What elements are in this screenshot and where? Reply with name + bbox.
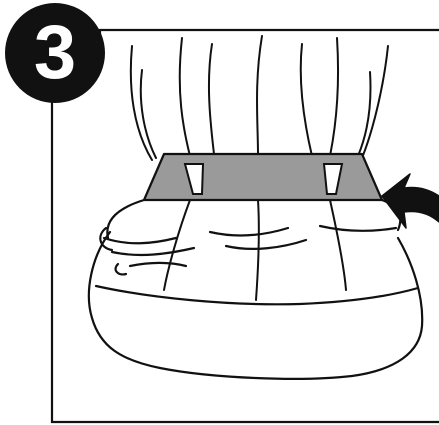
step-badge xyxy=(5,3,105,103)
lower-pleats-icon xyxy=(164,200,346,300)
cushion-base-icon xyxy=(89,200,422,379)
direction-arrow-icon xyxy=(382,174,439,228)
gathering-band-icon xyxy=(144,154,382,200)
curtain-pleats-icon xyxy=(131,36,388,160)
